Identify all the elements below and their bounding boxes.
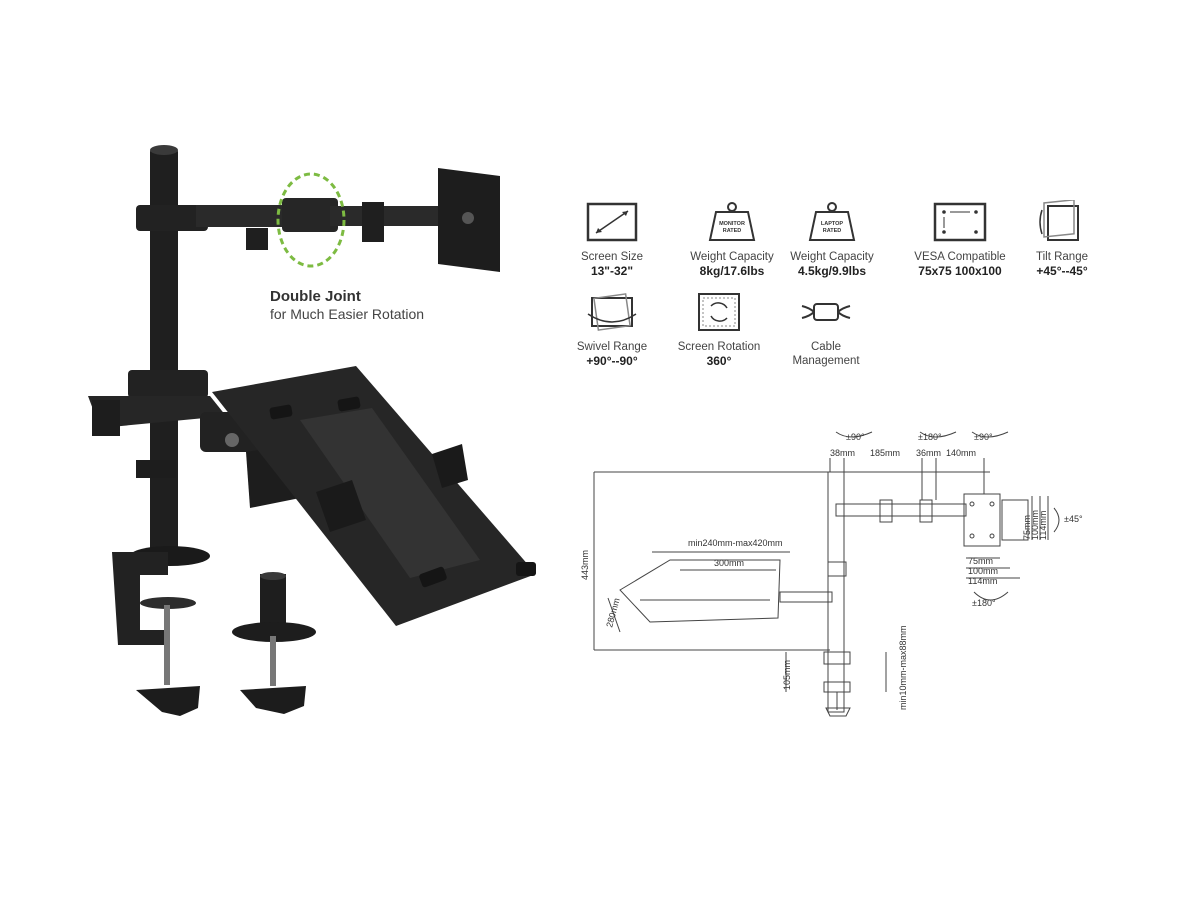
swivel-icon (587, 293, 637, 331)
screen-size-icon (586, 202, 638, 242)
dim-443: 443mm (580, 550, 590, 580)
rotation-icon (698, 293, 740, 331)
feature-vesa: VESA Compatible 75x75 100x100 (908, 200, 1012, 278)
upper-arm-segment-1 (196, 205, 296, 227)
rot-left-label: ±90° (846, 432, 865, 442)
dim-tray-range: min240mm-max420mm (688, 538, 783, 548)
lower-arm (88, 396, 226, 428)
laptop-weight-icon: LAPTOP RATED (808, 202, 856, 241)
callout-title: Double Joint (270, 288, 361, 305)
dim-36: 36mm (916, 448, 941, 458)
dim-v100: 100mm (1030, 510, 1040, 540)
feature-rotation: Screen Rotation 360° (672, 290, 766, 368)
feature-monitor-weight: MONITOR RATED Weight Capacity 8kg/17.6lb… (686, 200, 778, 278)
svg-text:MONITOR: MONITOR (719, 221, 745, 227)
upper-joint (136, 205, 208, 231)
svg-text:LAPTOP: LAPTOP (821, 221, 844, 227)
dim-h75: 75mm (968, 556, 993, 566)
clamp-knob (136, 686, 200, 716)
svg-text:RATED: RATED (723, 228, 742, 234)
grommet-mount (260, 574, 286, 628)
feature-tilt: Tilt Range +45°--45° (1016, 200, 1108, 278)
rot-bottom-label: ±180° (972, 598, 996, 608)
feature-swivel: Swivel Range +90°--90° (566, 290, 658, 368)
dim-clamp-range: min10mm-max88mm (898, 625, 908, 710)
desk-clamp (112, 552, 170, 645)
dim-38: 38mm (830, 448, 855, 458)
svg-text:RATED: RATED (823, 228, 842, 234)
product-illustration (88, 145, 536, 716)
pole (150, 148, 178, 558)
dim-clamp-height: 105mm (782, 660, 792, 690)
rot-right-label: ±90° (974, 432, 993, 442)
feature-laptop-weight: LAPTOP RATED Weight Capacity 4.5kg/9.9lb… (786, 200, 878, 278)
feature-cable: Cable Management (780, 290, 872, 368)
vesa-icon (933, 202, 987, 242)
upper-arm-segment-2 (330, 206, 440, 226)
dim-h100: 100mm (968, 566, 998, 576)
dim-tray-depth: 280mm (604, 597, 621, 629)
dim-h114: 114mm (968, 576, 997, 586)
dim-tray-width: 300mm (714, 558, 744, 568)
dimension-drawing: ±90° ±180° ±90° ±45° ±180° 38mm 185mm 36… (580, 431, 1083, 717)
dim-v114: 114mm (1038, 511, 1048, 540)
callout-subtitle: for Much Easier Rotation (270, 306, 425, 322)
rot-mid-label: ±180° (918, 432, 942, 442)
monitor-weight-icon: MONITOR RATED (708, 202, 756, 241)
dim-v75: 75mm (1022, 515, 1032, 540)
dim-140: 140mm (946, 448, 976, 458)
tilt-label: ±45° (1064, 514, 1083, 524)
double-joint-highlight (276, 172, 346, 268)
tilt-icon (1039, 200, 1079, 241)
dim-185: 185mm (870, 448, 900, 458)
feature-screen-size: Screen Size 13"-32" (566, 200, 658, 278)
cable-icon (801, 303, 851, 321)
